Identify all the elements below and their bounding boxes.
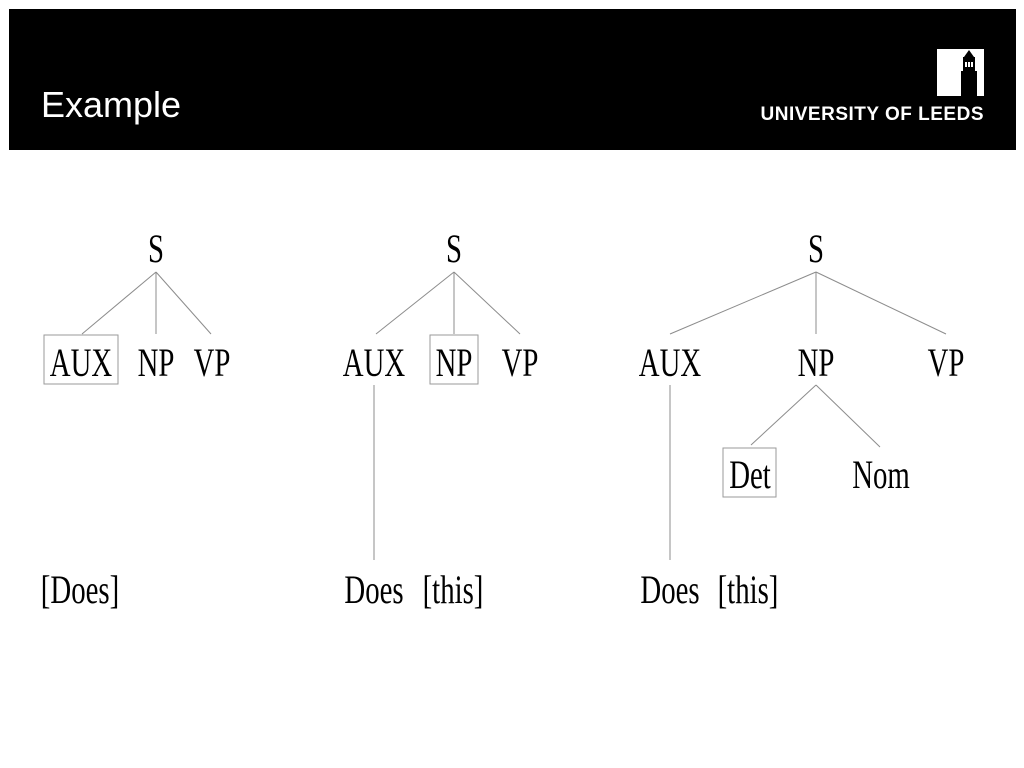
tree-node-aux: AUX (343, 340, 405, 385)
highlight-box (43, 334, 119, 385)
header-bar: Example UNIVERSITY OF LEEDS (9, 9, 1016, 150)
tree-leaf: [this] (423, 567, 484, 612)
tree-leaf: Does (640, 567, 699, 612)
tree-node-np: NP (138, 340, 175, 385)
parse-tree-2: S AUX NP VP Does [this] (343, 226, 539, 612)
tree-node-np: NP (436, 340, 473, 385)
tree-node-det: Det (729, 452, 771, 497)
tree-leaf: [this] (718, 567, 779, 612)
tree-node-vp: VP (502, 340, 539, 385)
tree-node-s: S (808, 226, 824, 271)
tree-node-vp: VP (928, 340, 965, 385)
tree-leaf: [Does] (41, 567, 119, 612)
tree-node-vp: VP (194, 340, 231, 385)
tree-node-aux: AUX (639, 340, 701, 385)
parse-tree-3: S AUX NP VP Det Nom Does [this] (639, 226, 965, 612)
tree-leaf: Does (344, 567, 403, 612)
slide-title: Example (41, 84, 182, 125)
highlight-box (429, 334, 479, 385)
institution-name: UNIVERSITY OF LEEDS (760, 104, 984, 125)
tree-node-s: S (446, 226, 462, 271)
tree-node-np: NP (798, 340, 835, 385)
parse-tree-1: S AUX NP VP [Does] (41, 226, 231, 612)
tree-node-aux: AUX (50, 340, 112, 385)
highlight-box (722, 447, 777, 498)
university-tower-icon (937, 49, 984, 96)
tree-node-nom: Nom (852, 452, 910, 497)
tree-node-s: S (148, 226, 164, 271)
